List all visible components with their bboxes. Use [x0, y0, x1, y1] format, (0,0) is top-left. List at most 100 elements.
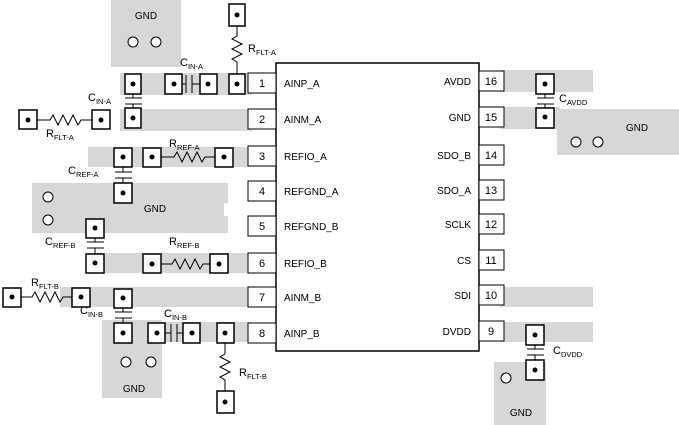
pin-7: 7 AINM_B: [247, 286, 322, 308]
pad: [2, 287, 22, 308]
pad: [535, 73, 555, 95]
label-c-in-b-2: CIN-B: [164, 308, 187, 322]
pad: [525, 359, 545, 381]
gnd-pour-top-left-label: GND: [135, 11, 157, 22]
pad: [71, 287, 91, 308]
pin-number: 14: [485, 150, 497, 162]
pin-number: 8: [259, 328, 265, 340]
label-c-in-a: CIN-A: [180, 57, 203, 71]
gnd-pour-right-top-label: GND: [626, 123, 648, 134]
pin-name: AINM_B: [284, 293, 322, 304]
pin-name: SCLK: [445, 220, 471, 231]
pin-15: 15 GND: [449, 106, 505, 128]
pad: [535, 107, 555, 129]
gnd-pour-bottom-left-label: GND: [123, 384, 145, 395]
pad: [113, 182, 133, 204]
ic-right-pins: 16 AVDD 15 GND 14 SDO_B 13 SDO_A 12 SCLK…: [437, 70, 505, 342]
pad: [209, 253, 229, 274]
via: [500, 372, 512, 384]
pin-number: 15: [485, 112, 497, 124]
pad: [124, 107, 142, 129]
via: [127, 36, 139, 48]
pin-name: AINM_A: [284, 115, 322, 126]
pin-8: 8 AINP_B: [247, 322, 320, 344]
pin-name: AINP_B: [284, 329, 320, 340]
pin-2: 2 AINM_A: [247, 108, 322, 130]
pad: [525, 324, 545, 346]
pin-number: 7: [259, 292, 265, 304]
pin-number: 13: [485, 185, 497, 197]
via: [592, 136, 604, 148]
pad: [216, 390, 235, 414]
pad: [214, 147, 234, 168]
pin-name: REFGND_A: [284, 187, 339, 198]
pad: [113, 147, 133, 168]
pin-name: REFIO_B: [284, 259, 327, 270]
pad: [18, 109, 38, 130]
pin-3: 3 REFIO_A: [247, 145, 327, 167]
via: [570, 136, 582, 148]
gnd-pour-mid-left-label: GND: [144, 204, 166, 215]
via: [42, 214, 54, 226]
pin-name: DVDD: [443, 327, 471, 338]
label-c-in-b: CIN-B: [80, 305, 103, 319]
pin-name: AVDD: [444, 77, 471, 88]
pin-10: 10 SDI: [454, 284, 505, 306]
pin-name: SDO_A: [437, 186, 471, 197]
pin-name: CS: [457, 256, 471, 267]
gnd-pour-right-bottom-label: GND: [510, 408, 532, 419]
pad: [164, 73, 183, 95]
pin-12: 12 SCLK: [445, 213, 505, 235]
component-labels: CIN-A RFLT-A CIN-A RFLT-A RREF-A CREF-A …: [31, 43, 588, 381]
label-c-ref-b: CREF-B: [45, 236, 75, 250]
pad: [85, 218, 105, 239]
pad: [228, 3, 246, 27]
pad: [142, 147, 162, 168]
gnd-pour-right-top: GND: [557, 109, 679, 155]
label-c-avdd: CAVDD: [559, 93, 588, 107]
label-r-flt-a: RFLT-A: [248, 43, 276, 57]
pad: [124, 73, 142, 95]
via: [145, 356, 157, 368]
pin-14: 14 SDO_B: [437, 144, 505, 166]
via: [150, 36, 162, 48]
pin-number: 9: [488, 326, 494, 338]
pad: [147, 322, 166, 344]
pin-number: 5: [259, 221, 265, 233]
pads: [2, 3, 555, 414]
pin-number: 3: [259, 151, 265, 163]
label-r-flt-b: RFLT-B: [31, 277, 59, 291]
pin-number: 4: [259, 186, 265, 198]
label-r-flt-b-2: RFLT-B: [239, 367, 267, 381]
pad: [228, 73, 246, 95]
pin-11: 11 CS: [457, 249, 505, 271]
pad: [182, 322, 201, 344]
pin-number: 12: [485, 219, 497, 231]
pad: [216, 322, 235, 344]
label-c-dvdd: CDVDD: [553, 345, 583, 359]
pin-number: 6: [259, 258, 265, 270]
pad: [91, 109, 111, 130]
label-c-ref-a: CREF-A: [68, 165, 98, 179]
pad: [85, 253, 105, 274]
pin-5: 5 REFGND_B: [247, 215, 339, 237]
pin-1: 1 AINP_A: [247, 72, 320, 94]
via: [120, 356, 132, 368]
pin-name: SDO_B: [437, 151, 471, 162]
label-r-ref-a: RREF-A: [169, 138, 199, 152]
pin-name: GND: [449, 113, 471, 124]
pin-6: 6 REFIO_B: [247, 252, 327, 274]
pin-name: SDI: [454, 291, 471, 302]
pin-16: 16 AVDD: [444, 70, 505, 92]
pin-4: 4 REFGND_A: [247, 180, 339, 202]
gnd-pour-top-left: GND: [111, 0, 181, 67]
pin-number: 10: [485, 290, 497, 302]
pad: [113, 288, 133, 309]
pad: [113, 322, 133, 344]
pad: [199, 73, 218, 95]
pin-number: 1: [259, 78, 265, 90]
pin-number: 11: [485, 255, 496, 267]
via: [42, 191, 54, 203]
label-r-flt-a-2: RFLT-A: [46, 128, 74, 142]
